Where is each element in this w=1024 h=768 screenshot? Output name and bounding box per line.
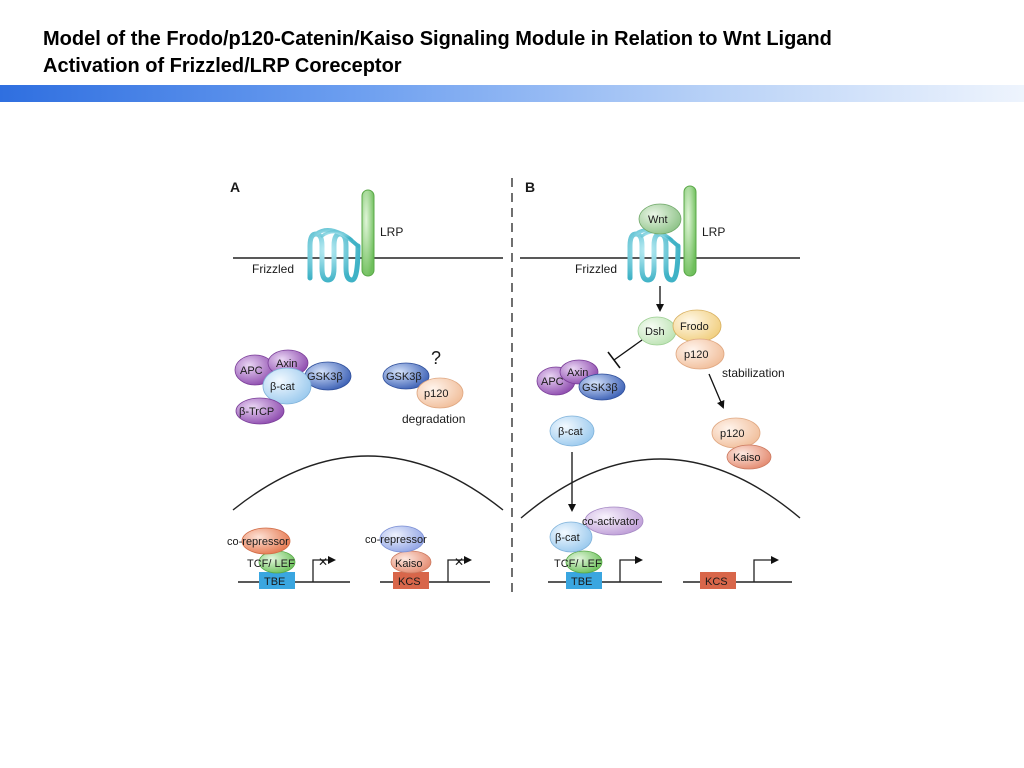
panel-a: A Frizzled LRP APC Axin GSK3β β-cat β-Tr… xyxy=(227,179,504,589)
panel-a-kaiso-blocked-mark: ✕ xyxy=(454,555,464,569)
panel-a-corepressor-1-label: co-repressor xyxy=(227,536,289,548)
panel-b-frodo-label: Frodo xyxy=(680,321,709,333)
panel-b-tcf-promoter-arrow xyxy=(619,556,643,582)
panel-b-dsh-label: Dsh xyxy=(645,326,665,338)
panel-b-inhibition-line xyxy=(613,339,643,361)
panel-b-tbe-box xyxy=(566,572,602,589)
panel-b-p120 xyxy=(675,338,725,370)
panel-a-kcs-box xyxy=(393,572,429,589)
panel-a-p120 xyxy=(416,377,464,409)
panel-b-nuclear-envelope xyxy=(520,458,801,519)
panel-b-wnt-label: Wnt xyxy=(648,214,668,226)
panel-b-destruction-complex: APC Axin GSK3β xyxy=(536,359,626,401)
panel-a-kaiso-promoter-arrow xyxy=(447,556,472,582)
panel-a-label: A xyxy=(230,179,240,195)
panel-b-tcf-lef xyxy=(565,550,603,574)
slide-title: Model of the Frodo/p120-Catenin/Kaiso Si… xyxy=(43,26,993,80)
panel-a-nuclear-envelope xyxy=(232,455,504,511)
panel-b-kaiso-bound-label: Kaiso xyxy=(733,452,761,464)
panel-b-gsk3b-label: GSK3β xyxy=(582,382,618,394)
panel-a-tbe-box xyxy=(259,572,295,589)
panel-b-bcat-nuclear-label: β-cat xyxy=(555,532,580,544)
panel-a-corepressor-2-label: co-repressor xyxy=(365,534,427,546)
panel-b-stabilization-arrow xyxy=(708,373,725,409)
panel-a-gsk3b-label: GSK3β xyxy=(307,371,343,383)
panel-b-frizzled-label: Frizzled xyxy=(575,262,617,276)
panel-a-kaiso-label: Kaiso xyxy=(395,558,423,570)
panel-a-destruction-complex: APC Axin GSK3β β-cat β-TrCP xyxy=(234,349,352,425)
panel-b-tcf-lef-label: TCF/ LEF xyxy=(554,558,602,570)
panel-a-frizzled-label: Frizzled xyxy=(252,262,294,276)
panel-b-frizzled-receptor xyxy=(627,228,681,283)
panel-a-frizzled-receptor xyxy=(307,228,361,283)
panel-a-corepressor-1 xyxy=(241,527,291,555)
panel-b-kcs-promoter-arrow xyxy=(753,556,779,582)
panel-b-axin-label: Axin xyxy=(567,367,588,379)
panel-a-gsk3b-free xyxy=(382,362,430,390)
panel-b-inhibition-bar xyxy=(607,351,621,369)
slide-title-line-2: Activation of Frizzled/LRP Coreceptor xyxy=(43,55,402,77)
panel-a-bcat-label: β-cat xyxy=(270,381,295,393)
panel-b-stabilization-label: stabilization xyxy=(722,366,785,380)
panel-a-degradation-label: degradation xyxy=(402,412,465,426)
panel-a-btrcp-label: β-TrCP xyxy=(239,406,274,418)
panel-b-kcs-label: KCS xyxy=(705,576,728,588)
panel-a-question-mark: ? xyxy=(431,348,441,368)
panel-a-tcf-lef-label: TCF/ LEF xyxy=(247,558,295,570)
panel-a-tcf-blocked-mark: ✕ xyxy=(318,555,328,569)
panel-b-wnt xyxy=(638,203,682,235)
panel-b-bcat-nuclear xyxy=(549,521,593,553)
panel-a-p120-label: p120 xyxy=(424,388,448,400)
panel-b: B Frizzled Wnt LRP Dsh Frodo p120 xyxy=(520,179,801,589)
panel-b-label: B xyxy=(525,179,535,195)
panel-a-btrcp xyxy=(235,397,285,425)
panel-b-p120-bound-label: p120 xyxy=(720,428,744,440)
panel-b-coactivator-label: co-activator xyxy=(582,516,639,528)
panel-b-apc-label: APC xyxy=(541,376,564,388)
title-gradient-bar xyxy=(0,85,1024,102)
panel-b-lrp-receptor xyxy=(683,185,697,277)
panel-b-kcs-box xyxy=(700,572,736,589)
panel-b-bcat-free-label: β-cat xyxy=(558,426,583,438)
panel-a-tcf-promoter-arrow xyxy=(312,556,336,582)
panel-a-tbe-label: TBE xyxy=(264,576,285,588)
panel-b-tbe-label: TBE xyxy=(571,576,592,588)
panel-a-lrp-label: LRP xyxy=(380,225,403,239)
panel-a-bcat xyxy=(262,367,312,405)
panel-b-bcat-free xyxy=(549,415,595,447)
panel-b-p120-label: p120 xyxy=(684,349,708,361)
panel-b-kaiso-bound xyxy=(726,444,772,470)
panel-a-corepressor-2 xyxy=(379,525,425,553)
panel-b-lrp-label: LRP xyxy=(702,225,725,239)
panel-a-apc-label: APC xyxy=(240,365,263,377)
panel-a-kcs-label: KCS xyxy=(398,576,421,588)
panel-b-gsk3b xyxy=(578,373,626,401)
panel-a-lrp-receptor xyxy=(361,189,375,277)
panel-b-coactivator xyxy=(584,506,644,536)
slide-title-line-1: Model of the Frodo/p120-Catenin/Kaiso Si… xyxy=(43,28,832,50)
panel-a-gsk3b-free-label: GSK3β xyxy=(386,371,422,383)
panel-a-axin-label: Axin xyxy=(276,358,297,370)
